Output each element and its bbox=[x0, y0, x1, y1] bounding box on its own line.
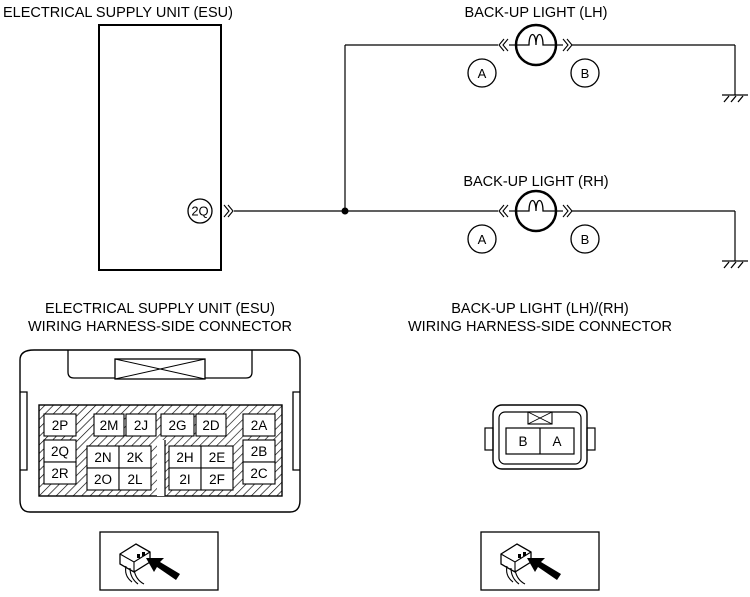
esu-connector-title-line2: WIRING HARNESS-SIDE CONNECTOR bbox=[28, 319, 292, 335]
rh-light-title: BACK-UP LIGHT (RH) bbox=[463, 174, 608, 190]
lh-bulb-icon bbox=[498, 23, 573, 67]
esu-box bbox=[98, 24, 222, 271]
esu-connector-title-line1: ELECTRICAL SUPPLY UNIT (ESU) bbox=[45, 301, 275, 317]
rh-bulb-icon bbox=[498, 189, 573, 233]
light-pin-A: A bbox=[552, 434, 561, 449]
rh-terminal-b-label: B bbox=[581, 232, 590, 247]
esu-terminal-circle bbox=[187, 198, 213, 224]
rh-terminal-a-label: A bbox=[478, 232, 487, 247]
pin-2G: 2G bbox=[168, 418, 186, 433]
light-connector-face bbox=[484, 404, 596, 470]
esu-connector-chevron bbox=[223, 204, 234, 218]
lh-terminal-a-label: A bbox=[478, 66, 487, 81]
light-connector-title-line1: BACK-UP LIGHT (LH)/(RH) bbox=[451, 301, 629, 317]
esu-terminal-label: 2Q bbox=[191, 204, 208, 219]
rh-ground-icon bbox=[722, 260, 748, 269]
harness-side-view-icon bbox=[480, 531, 600, 591]
lh-light-title: BACK-UP LIGHT (LH) bbox=[465, 5, 608, 21]
pin-2P: 2P bbox=[52, 418, 69, 433]
pin-2N: 2N bbox=[94, 450, 111, 465]
pin-2D: 2D bbox=[202, 418, 220, 433]
esu-connector-face bbox=[19, 349, 301, 513]
esu-title: ELECTRICAL SUPPLY UNIT (ESU) bbox=[3, 5, 233, 21]
pin-2L: 2L bbox=[127, 472, 143, 487]
light-connector-title-line2: WIRING HARNESS-SIDE CONNECTOR bbox=[408, 319, 672, 335]
pin-2I: 2I bbox=[179, 472, 190, 487]
pin-2E: 2E bbox=[209, 450, 226, 465]
pin-2H: 2H bbox=[176, 450, 193, 465]
lh-ground-icon bbox=[722, 94, 748, 103]
esu-connector-latch bbox=[114, 358, 206, 380]
pin-2K: 2K bbox=[127, 450, 144, 465]
rh-terminal-a-circle bbox=[467, 224, 497, 254]
pin-2R: 2R bbox=[51, 466, 69, 481]
harness-side-view-icon bbox=[99, 531, 219, 591]
pin-2O: 2O bbox=[94, 472, 112, 487]
lh-terminal-b-label: B bbox=[581, 66, 590, 81]
pin-2J: 2J bbox=[134, 418, 148, 433]
pin-2A: 2A bbox=[251, 418, 268, 433]
pin-2B: 2B bbox=[251, 444, 268, 459]
light-connector-latch bbox=[527, 411, 553, 425]
pin-2M: 2M bbox=[100, 418, 119, 433]
lh-terminal-b-circle bbox=[570, 58, 600, 88]
rh-terminal-b-circle bbox=[570, 224, 600, 254]
light-pin-B: B bbox=[518, 434, 527, 449]
pin-2F: 2F bbox=[209, 472, 225, 487]
lh-terminal-a-circle bbox=[467, 58, 497, 88]
pin-2C: 2C bbox=[250, 466, 268, 481]
pin-2Q: 2Q bbox=[51, 444, 69, 459]
